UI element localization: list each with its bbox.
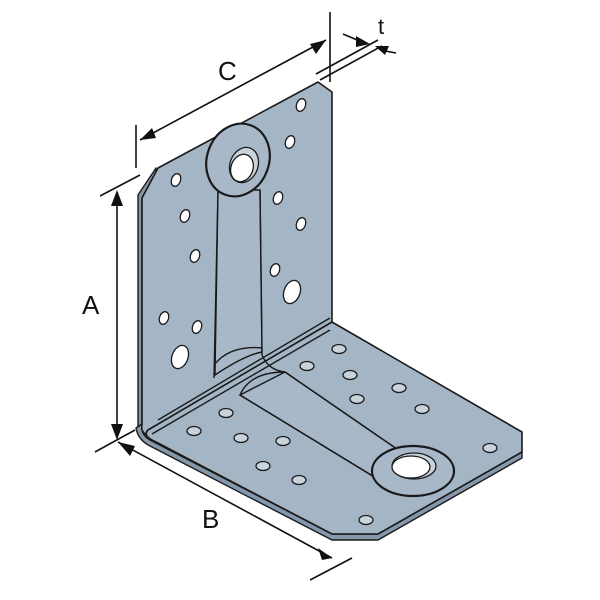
dimension-t: t <box>315 14 397 81</box>
dimension-a-label: A <box>82 290 100 320</box>
reinforcing-rib <box>213 189 412 479</box>
dimension-t-label: t <box>378 14 384 39</box>
anchor-hole-horizontal <box>370 444 456 498</box>
dimension-b-label: B <box>202 504 219 534</box>
dimension-b: B <box>117 441 353 581</box>
horizontal-leg-holes <box>186 343 498 526</box>
dimension-c-label: C <box>218 56 237 86</box>
vertical-leg-holes <box>158 98 307 370</box>
anchor-hole-vertical <box>205 122 271 198</box>
dimension-c: C <box>135 12 331 168</box>
dimension-a: A <box>82 174 141 453</box>
